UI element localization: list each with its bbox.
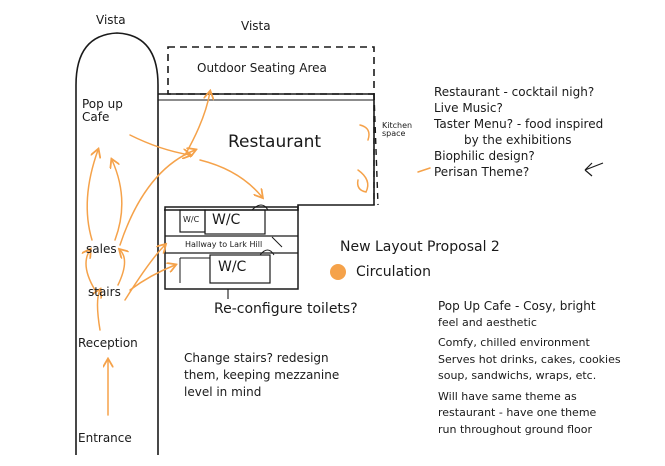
restaurant-note-line: by the exhibitions xyxy=(464,133,572,147)
wc-upper-room xyxy=(204,209,266,235)
door-swing-hall xyxy=(271,236,283,248)
cafe-note-line: Comfy, chilled environment xyxy=(438,336,590,349)
outdoor-seating-label: Outdoor Seating Area xyxy=(197,61,327,75)
left-wing-outline xyxy=(75,32,159,455)
outdoor-seating-outline xyxy=(167,46,375,95)
cafe-notes: Pop Up Cafe - Cosy, bright feel and aest… xyxy=(438,298,621,438)
circulation-biophilic-arrow xyxy=(417,167,431,173)
kitchen-outer-wall xyxy=(373,93,379,206)
cafe-note-line: restaurant - have one theme xyxy=(438,406,597,419)
cafe-note-line: feel and aesthetic xyxy=(438,315,537,329)
sales-label: sales xyxy=(86,242,117,256)
wc-lower-label: W/C xyxy=(218,259,247,275)
vista-left-label: Vista xyxy=(96,13,126,27)
cafe-note-line: run throughout ground floor xyxy=(438,422,593,436)
restaurant-note-line: Biophilic design? xyxy=(434,149,535,163)
circulation-reception-to-stairs xyxy=(98,290,101,331)
circulation-stairs-to-sales-right xyxy=(117,250,125,286)
cafe-note-line: soup, sandwichs, wraps, etc. xyxy=(438,369,597,382)
stairs-label: stairs xyxy=(88,285,121,299)
circulation-popup-to-restaurant xyxy=(129,134,190,155)
circulation-legend-dot xyxy=(330,264,346,280)
circulation-stairs-to-wc xyxy=(124,245,165,301)
hallway-label: Hallway to Lark Hill xyxy=(185,240,263,249)
stairs-note-line: them, keeping mezzanine xyxy=(184,368,340,382)
stairs-note: Change stairs? redesign them, keeping me… xyxy=(184,350,339,401)
proposal-title: New Layout Proposal 2 xyxy=(340,239,500,255)
restaurant-note-line: Live Music? xyxy=(434,101,503,115)
circulation-restaurant-to-wc xyxy=(199,159,262,197)
toilets-note: Re-configure toilets? xyxy=(214,301,358,317)
door-swing-upper xyxy=(251,204,269,211)
restaurant-label: Restaurant xyxy=(228,132,322,152)
wc-upper-label: W/C xyxy=(212,212,241,228)
reception-label: Reception xyxy=(78,336,138,350)
popup-cafe-label: Pop up Cafe xyxy=(82,97,123,124)
circulation-paths xyxy=(86,92,431,416)
cafe-note-line: Pop Up Cafe - Cosy, bright xyxy=(438,299,596,313)
circulation-stairs-to-hallway xyxy=(129,265,175,291)
cafe-note-line: Serves hot drinks, cakes, cookies xyxy=(438,352,621,366)
restaurant-notes: Restaurant - cocktail nigh? Live Music? … xyxy=(434,84,603,180)
entrance-label: Entrance xyxy=(78,431,132,445)
circulation-legend-label: Circulation xyxy=(356,264,431,280)
stairs-note-line: Change stairs? redesign xyxy=(184,351,329,365)
circulation-sales-to-popup-left xyxy=(86,150,98,241)
circulation-stairs-to-sales-left xyxy=(86,250,96,291)
circulation-sales-to-popup-right xyxy=(112,160,123,241)
restaurant-outline xyxy=(158,93,375,211)
circulation-restaurant-to-outdoor xyxy=(184,92,210,156)
restaurant-note-line: Taster Menu? - food inspired xyxy=(434,117,604,131)
restaurant-note-line: Restaurant - cocktail nigh? xyxy=(434,85,595,99)
wc-lower-room xyxy=(209,254,271,284)
vista-top-label: Vista xyxy=(241,19,271,33)
wc-small-label: W/C xyxy=(183,215,200,224)
stairs-note-line: level in mind xyxy=(184,385,262,399)
circulation-kitchen-loop xyxy=(356,169,369,193)
circulation-kitchen-loop-2 xyxy=(359,124,370,141)
restaurant-note-line: Perisan Theme? xyxy=(434,165,530,179)
door-swing-lower xyxy=(259,249,275,256)
kitchen-space-label: Kitchen space xyxy=(382,121,413,139)
cafe-note-line: Will have same theme as xyxy=(438,389,577,403)
biophilic-ink-arrow xyxy=(584,162,604,177)
